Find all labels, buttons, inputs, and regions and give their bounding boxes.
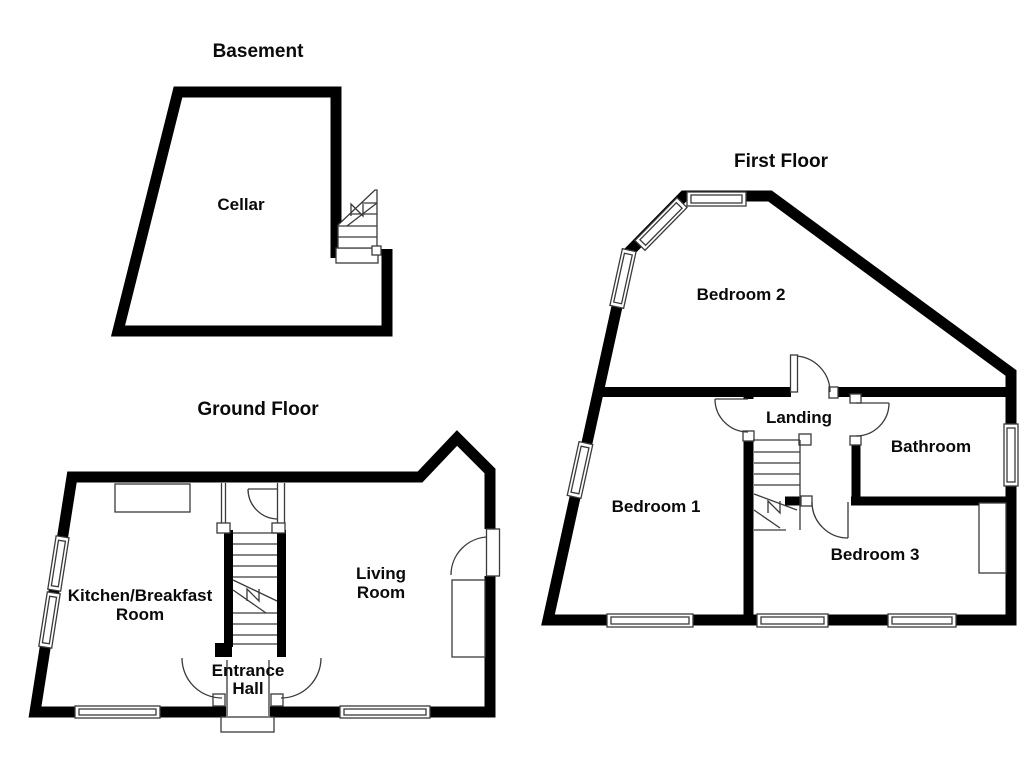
side-door-leaf xyxy=(485,528,501,577)
room-label-landing: Landing xyxy=(765,408,833,427)
room-label-bedroom3: Bedroom 3 xyxy=(830,545,920,564)
door-jamb xyxy=(212,693,226,707)
door-jamb xyxy=(216,522,231,534)
room-label-hall-line2: Hall xyxy=(232,679,264,698)
stair-newel xyxy=(798,433,812,446)
room-label-living-line1: Living xyxy=(355,564,407,583)
bedroom1-door xyxy=(714,398,749,433)
chimney-breast xyxy=(451,579,486,658)
room-label-bedroom1: Bedroom 1 xyxy=(611,497,701,516)
room-label-bathroom: Bathroom xyxy=(890,437,972,456)
ground-floor-plan xyxy=(28,430,501,733)
cellar-door xyxy=(247,488,279,520)
side-door xyxy=(450,528,501,577)
ground-stairwell xyxy=(215,483,286,657)
bathroom-window xyxy=(1003,423,1019,487)
stair-direction-arrow xyxy=(246,587,260,603)
basement-staircase xyxy=(335,189,382,264)
cupboard xyxy=(978,502,1007,574)
bedroom3-door xyxy=(811,501,849,539)
first-floor-title: First Floor xyxy=(734,151,828,172)
basement-plan xyxy=(110,86,393,337)
room-label-cellar: Cellar xyxy=(217,195,265,214)
stairwell-wall-right xyxy=(277,530,286,657)
bedroom2-door xyxy=(789,354,831,393)
door-jamb xyxy=(828,386,839,399)
kitchen-door xyxy=(181,657,223,699)
room-label-kitchen-line1: Kitchen/Breakfast xyxy=(67,586,213,605)
basement-title: Basement xyxy=(212,41,304,62)
front-door-step xyxy=(220,716,275,733)
stair-direction-arrow xyxy=(350,202,364,218)
basement-walls xyxy=(110,86,393,337)
kitchen-unit xyxy=(114,483,191,513)
door-jamb xyxy=(849,393,862,404)
bedroom1-side-window xyxy=(566,440,594,500)
first-floor-plan xyxy=(541,190,1019,628)
door-jamb xyxy=(270,693,284,707)
bathroom-door xyxy=(855,402,890,437)
door-jamb xyxy=(742,430,755,442)
bedroom2-top-window xyxy=(686,191,747,207)
room-label-hall-line1: Entrance xyxy=(211,661,285,680)
kitchen-window-lower xyxy=(38,591,61,649)
bedroom1-front-window xyxy=(606,613,694,628)
stair-direction-arrow xyxy=(767,499,781,515)
living-room-door xyxy=(280,657,322,699)
kitchen-front-window xyxy=(74,705,161,719)
stairwell-wall-left xyxy=(224,530,233,647)
bedroom2-corner-window xyxy=(634,196,688,252)
kitchen-window-upper xyxy=(47,535,70,592)
room-label-living-line2: Room xyxy=(356,583,406,602)
door-jamb xyxy=(849,435,862,446)
door-jamb xyxy=(271,522,286,534)
bedroom2-side-window xyxy=(609,247,637,310)
ground-floor-title: Ground Floor xyxy=(197,399,319,420)
front-door-opening xyxy=(226,705,270,719)
bedroom3-front-window-right xyxy=(887,613,957,628)
living-front-window xyxy=(339,705,431,719)
bedroom3-front-window-left xyxy=(756,613,829,628)
first-floor-staircase xyxy=(753,439,801,531)
stairwell-wall-left-foot xyxy=(215,643,232,657)
ground-outer-walls xyxy=(28,430,496,718)
room-label-kitchen-line2: Room xyxy=(115,605,165,624)
stair-newel xyxy=(371,245,382,256)
room-label-bedroom2: Bedroom 2 xyxy=(696,285,786,304)
door-jamb xyxy=(800,495,813,507)
door-leaf xyxy=(789,354,799,393)
